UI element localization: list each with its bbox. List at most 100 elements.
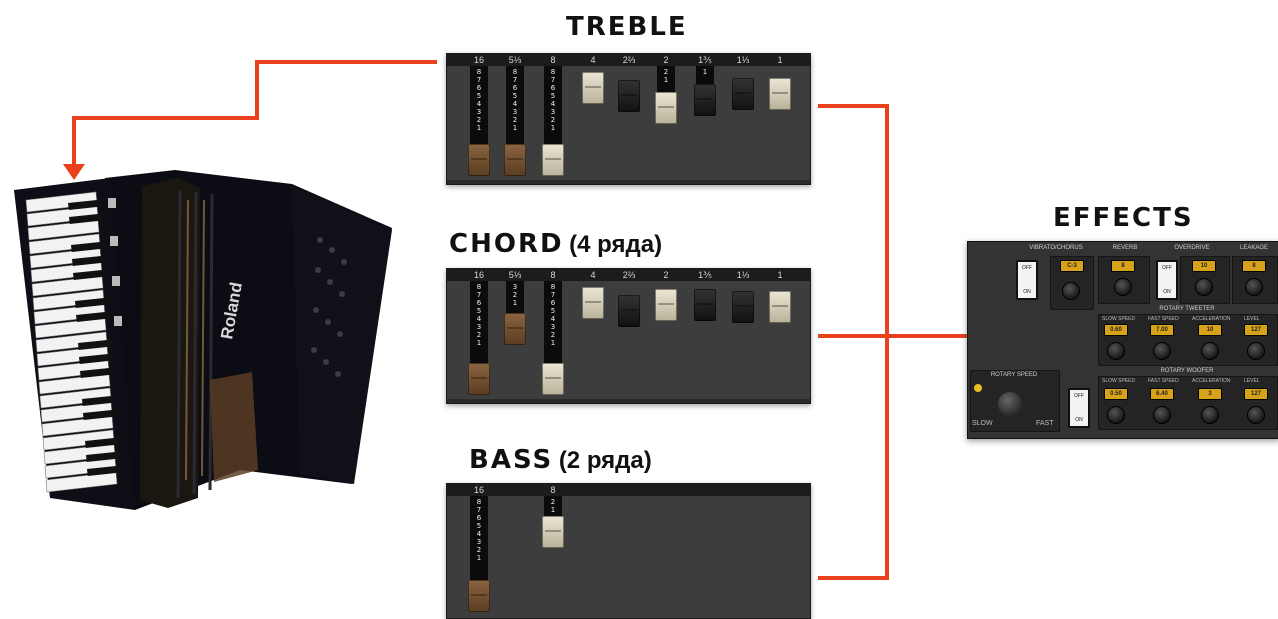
panel-header — [447, 269, 810, 281]
footage-label: 16 — [473, 270, 484, 280]
leakage-knob[interactable] — [1245, 278, 1263, 296]
drawbar-knob[interactable] — [582, 287, 604, 319]
drawbar-knob[interactable] — [655, 92, 677, 124]
drawbar-knob[interactable] — [468, 580, 490, 612]
wf-fast-display: 6.40 — [1150, 388, 1174, 400]
footage-label: 4 — [590, 55, 596, 65]
rotary-woofer-label: ROTARY WOOFER — [1160, 368, 1214, 374]
footage-label: 8 — [550, 55, 556, 65]
tw-level-knob[interactable] — [1247, 342, 1265, 360]
vibrato-switch[interactable]: OFF ON — [1016, 260, 1038, 300]
drawbar-knob[interactable] — [468, 363, 490, 395]
wf-slow-knob[interactable] — [1107, 406, 1125, 424]
chord-heading: CHORD (4 ряда) — [449, 231, 662, 257]
wf-fast-knob[interactable] — [1153, 406, 1171, 424]
rotary-switch[interactable]: OFF ON — [1068, 388, 1090, 428]
drawbar-knob[interactable] — [694, 289, 716, 321]
tw-accel-display: 10 — [1198, 324, 1222, 336]
treble-to-bus — [818, 104, 889, 580]
footage-label: 1⅗ — [698, 55, 712, 65]
drawbar-knob[interactable] — [655, 289, 677, 321]
footage-label: 16 — [473, 485, 484, 495]
reverb-label: REVERB — [1112, 245, 1138, 251]
overdrive-switch[interactable]: OFF ON — [1156, 260, 1178, 300]
footage-label: 4 — [590, 270, 596, 280]
overdrive-label: OVERDRIVE — [1174, 245, 1210, 251]
vibrato-display: C-3 — [1060, 260, 1084, 272]
wf-accel-display: 3 — [1198, 388, 1222, 400]
panel-bottom — [447, 399, 810, 403]
arrow-head — [63, 164, 85, 180]
tw-accel-label: ACCELERATION — [1192, 316, 1231, 322]
wf-fast-label: FAST SPEED — [1148, 378, 1179, 384]
reverb-knob[interactable] — [1114, 278, 1132, 296]
rotary-speed-label: ROTARY SPEED — [990, 372, 1038, 378]
wf-slow-display: 0.50 — [1104, 388, 1128, 400]
drawbar-knob[interactable] — [732, 291, 754, 323]
rotary-speed-lever[interactable] — [998, 392, 1022, 416]
drawbar-knob[interactable] — [769, 78, 791, 110]
drawbar-knob[interactable] — [769, 291, 791, 323]
footage-label: 8 — [550, 485, 556, 495]
tw-fast-knob[interactable] — [1153, 342, 1171, 360]
drawbar-knob[interactable] — [582, 72, 604, 104]
drawbar-knob[interactable] — [542, 516, 564, 548]
wf-level-display: 127 — [1244, 388, 1268, 400]
bass-title: BASS — [469, 445, 554, 475]
drawbar-knob[interactable] — [694, 84, 716, 116]
tw-fast-display: 7.00 — [1150, 324, 1174, 336]
drawbar-knob[interactable] — [542, 144, 564, 176]
panel-header — [447, 484, 810, 496]
chord-title: CHORD — [449, 229, 564, 259]
wf-accel-knob[interactable] — [1201, 406, 1219, 424]
footage-label: 1 — [777, 55, 783, 65]
drawbar-knob[interactable] — [618, 80, 640, 112]
drawbar-rod: 1 — [696, 66, 714, 84]
panel-header — [447, 54, 810, 66]
bass-heading: BASS (2 ряда) — [469, 447, 652, 473]
tw-accel-knob[interactable] — [1201, 342, 1219, 360]
drawbar-knob[interactable] — [504, 313, 526, 345]
bass-rows: (2 ряда) — [558, 447, 652, 474]
overdrive-display: 10 — [1192, 260, 1216, 272]
reverb-display: 8 — [1111, 260, 1135, 272]
treble-to-accordion-arrow — [72, 60, 437, 168]
slow-label: SLOW — [972, 420, 993, 427]
leakage-display: 8 — [1242, 260, 1266, 272]
vibrato-knob[interactable] — [1062, 282, 1080, 300]
overdrive-knob[interactable] — [1195, 278, 1213, 296]
wf-level-knob[interactable] — [1247, 406, 1265, 424]
drawbar-knob[interactable] — [468, 144, 490, 176]
effects-panel: VIBRATO/CHORUS REVERB OVERDRIVE LEAKAGE … — [967, 241, 1278, 439]
footage-label: 5⅓ — [508, 270, 522, 280]
drawbar-knob[interactable] — [618, 295, 640, 327]
drawbar-knob[interactable] — [542, 363, 564, 395]
footage-label: 2 — [663, 270, 669, 280]
footage-label: 8 — [550, 270, 556, 280]
tw-fast-label: FAST SPEED — [1148, 316, 1179, 322]
footage-label: 1⅓ — [736, 55, 750, 65]
leakage-label: LEAKAGE — [1239, 245, 1268, 251]
footage-label: 2⅔ — [622, 270, 636, 280]
tw-level-display: 127 — [1244, 324, 1268, 336]
drawbar-knob[interactable] — [504, 144, 526, 176]
footage-label: 5⅓ — [508, 55, 522, 65]
tw-slow-knob[interactable] — [1107, 342, 1125, 360]
drawbar-knob[interactable] — [732, 78, 754, 110]
drawbar-scale: 1 — [702, 68, 708, 76]
